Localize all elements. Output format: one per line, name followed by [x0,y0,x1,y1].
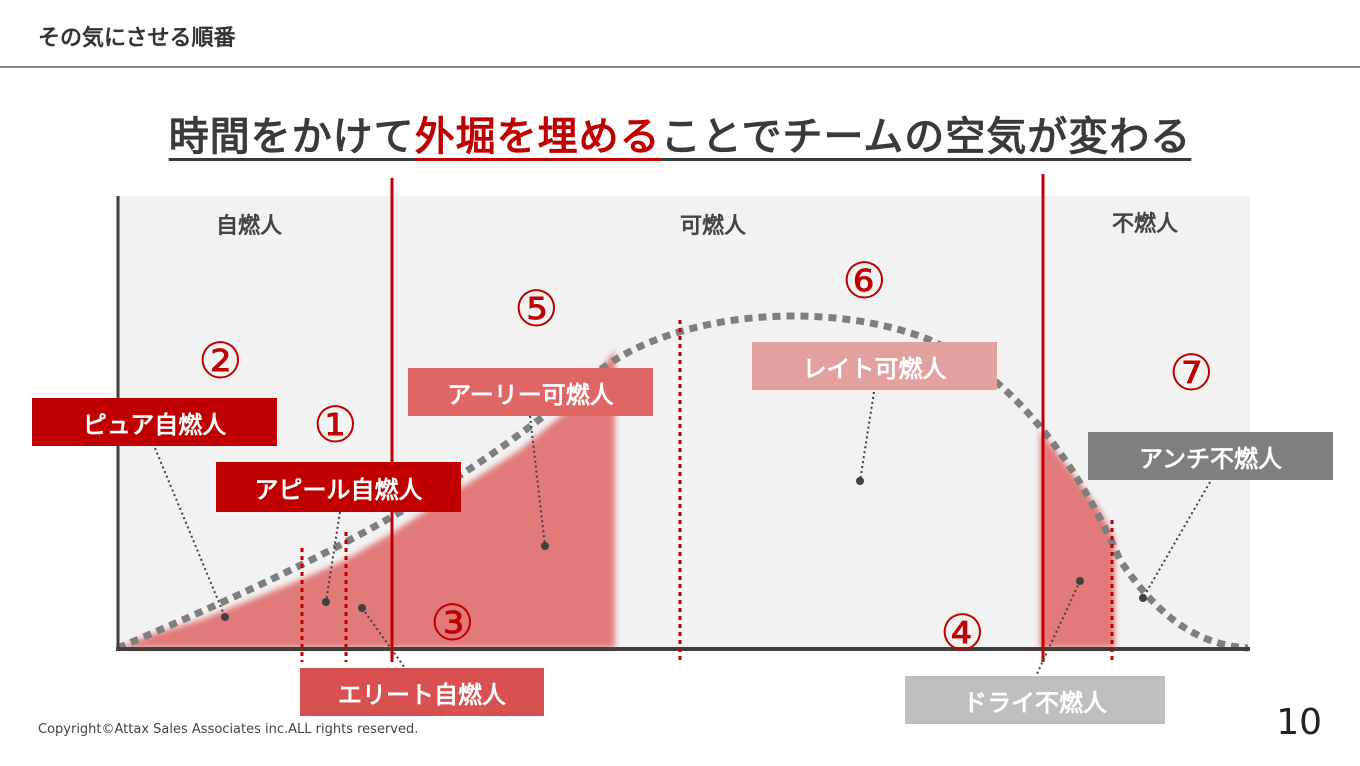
dot-appeal [322,598,330,606]
leader-elite [361,607,406,669]
headline-highlight: 外堀を埋める [414,114,661,160]
headline: 時間をかけて外堀を埋めることでチームの空気が変わる [0,104,1360,162]
zone-label-nonburning: 不燃人 [1112,212,1179,237]
dot-elite [358,604,366,612]
leader-anti [1142,481,1211,599]
number-5: ⑤ [514,280,559,338]
leader-appeal [325,511,341,603]
leader-early [529,415,546,547]
number-4: ④ [940,604,985,662]
number-2: ② [198,332,243,390]
zone-label-self-burning: 自燃人 [216,214,283,239]
label-late-combustible: レイト可燃人 [752,342,997,390]
copyright: Copyright©Attax Sales Associates inc.ALL… [38,722,419,737]
label-pure-self-burning: ピュア自燃人 [32,398,277,446]
label-early-combustible: アーリー可燃人 [408,368,653,416]
dot-anti [1139,594,1147,602]
header-divider [0,66,1360,68]
headline-part1: 時間をかけて [168,114,415,160]
early-adopter-area [118,350,615,648]
label-appeal-self-burning: アピール自燃人 [216,462,461,512]
number-6: ⑥ [842,252,887,310]
dry-area [1040,430,1115,648]
leader-pure [154,447,226,618]
number-3: ③ [430,594,475,652]
leader-late [859,391,875,482]
number-7: ⑦ [1169,344,1214,402]
dot-late [856,477,864,485]
label-anti-nonburning: アンチ不燃人 [1088,432,1333,480]
dot-dry [1076,577,1084,585]
headline-part2: ことでチームの空気が変わる [660,114,1192,160]
label-dry-nonburning: ドライ不燃人 [905,676,1165,724]
label-elite-self-burning: エリート自燃人 [300,668,544,716]
bell-curve [116,312,1249,652]
header-title: その気にさせる順番 [38,26,236,51]
dot-pure [221,613,229,621]
dot-early [541,542,549,550]
page-number: 10 [1276,702,1322,743]
number-1: ① [313,396,358,454]
zone-label-combustible: 可燃人 [680,214,747,239]
